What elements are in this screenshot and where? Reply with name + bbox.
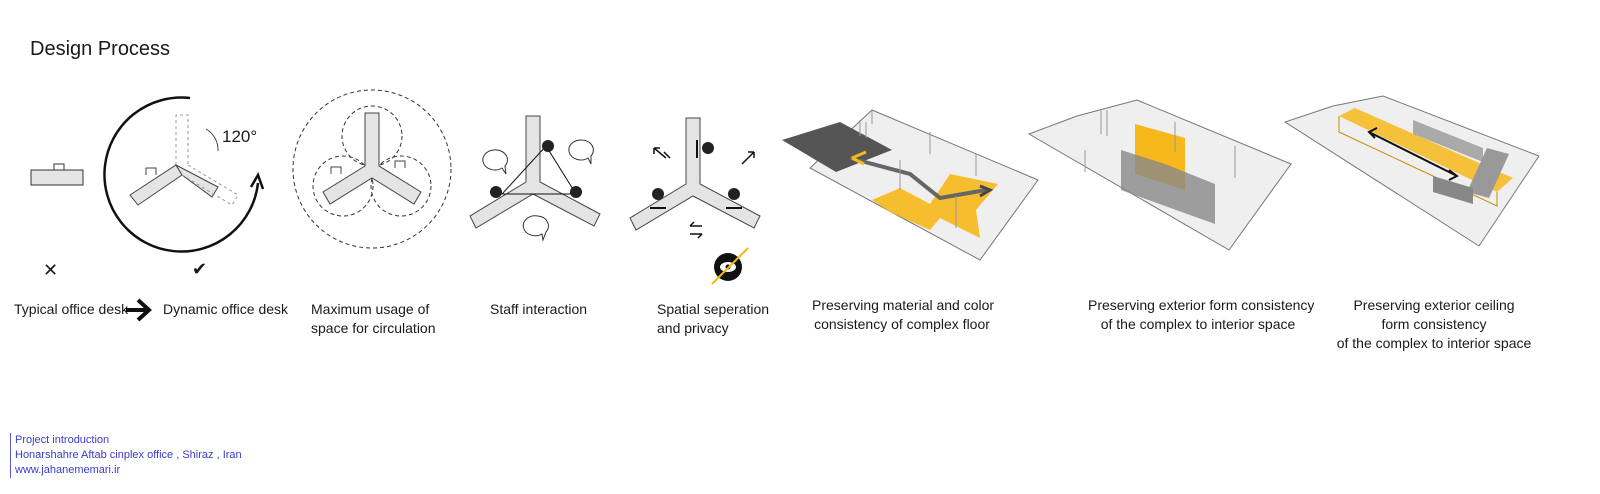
caption-ceiling: Preserving exterior ceiling form consist… (1336, 297, 1532, 351)
caption-typical: Typical office desk (14, 301, 129, 317)
cross-icon: ✕ (43, 260, 59, 280)
ceiling-axonometric (1283, 95, 1540, 247)
arrow-right-icon (126, 298, 152, 322)
footer-line-intro: Project introduction (15, 434, 110, 446)
privacy-diagram (629, 117, 761, 285)
caption-floor: Preserving material and color consistenc… (812, 297, 995, 332)
circulation-diagram (292, 89, 452, 249)
angle-label: 120° (222, 127, 258, 146)
dynamic-desk-diagram (103, 96, 265, 253)
typical-desk-diagram (30, 163, 84, 186)
caption-staff: Staff interaction (490, 301, 588, 317)
page-title: Design Process (30, 38, 171, 60)
check-icon: ✔ (192, 259, 208, 279)
footer-line-project: Honarshahre Aftab cinplex office , Shira… (15, 449, 242, 461)
exterior-form-axonometric (1027, 99, 1292, 251)
footer-link-website[interactable]: www.jahanememari.ir (15, 464, 121, 476)
caption-exterior: Preserving exterior form consistency of … (1088, 297, 1315, 332)
caption-spatial: Spatial seperation and privacy (657, 301, 770, 336)
staff-interaction-diagram (469, 115, 601, 242)
caption-dynamic: Dynamic office desk (163, 301, 289, 317)
caption-maximum: Maximum usage of space for circulation (311, 301, 436, 336)
footer-credits: Project introduction Honarshahre Aftab c… (10, 433, 242, 478)
floor-axonometric (782, 109, 1039, 261)
